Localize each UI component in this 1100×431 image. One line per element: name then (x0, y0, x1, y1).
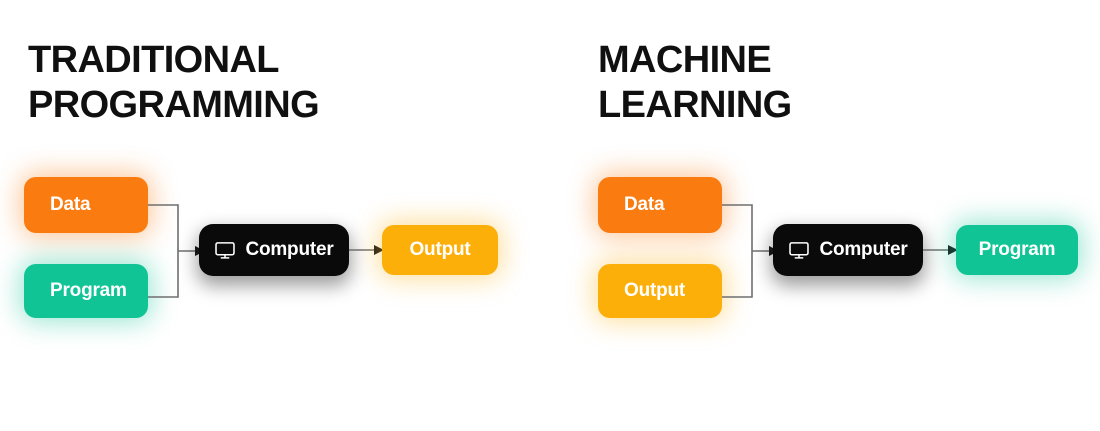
node-data-left: Data (24, 177, 148, 233)
node-output-right: Output (598, 264, 722, 318)
node-label: Data (50, 194, 91, 215)
node-computer-right: Computer (773, 224, 923, 276)
connector-arrow-right-result (923, 245, 958, 255)
node-label: Computer (245, 239, 334, 260)
node-label: Output (409, 239, 471, 260)
panel-title-machine-learning: MACHINE LEARNING (598, 39, 792, 126)
node-label: Program (50, 280, 127, 301)
node-label: Output (624, 280, 686, 301)
node-label: Program (978, 239, 1056, 260)
node-label: Computer (819, 239, 908, 260)
connector-bracket-right (722, 204, 779, 298)
node-label: Data (624, 194, 665, 215)
node-data-right: Data (598, 177, 722, 233)
node-program-right: Program (956, 225, 1078, 275)
connector-arrow-left-result (349, 245, 384, 255)
node-program-left: Program (24, 264, 148, 318)
connector-bracket-left (148, 204, 205, 298)
monitor-icon (215, 242, 236, 259)
node-computer-left: Computer (199, 224, 349, 276)
node-output-left: Output (382, 225, 498, 275)
panel-machine-learning: MACHINE LEARNING Data Output Computer Pr… (570, 0, 1100, 431)
panel-title-traditional: TRADITIONAL PROGRAMMING (28, 39, 320, 126)
panel-traditional-programming: TRADITIONAL PROGRAMMING Data Program Com… (24, 39, 498, 318)
monitor-icon (789, 242, 810, 259)
